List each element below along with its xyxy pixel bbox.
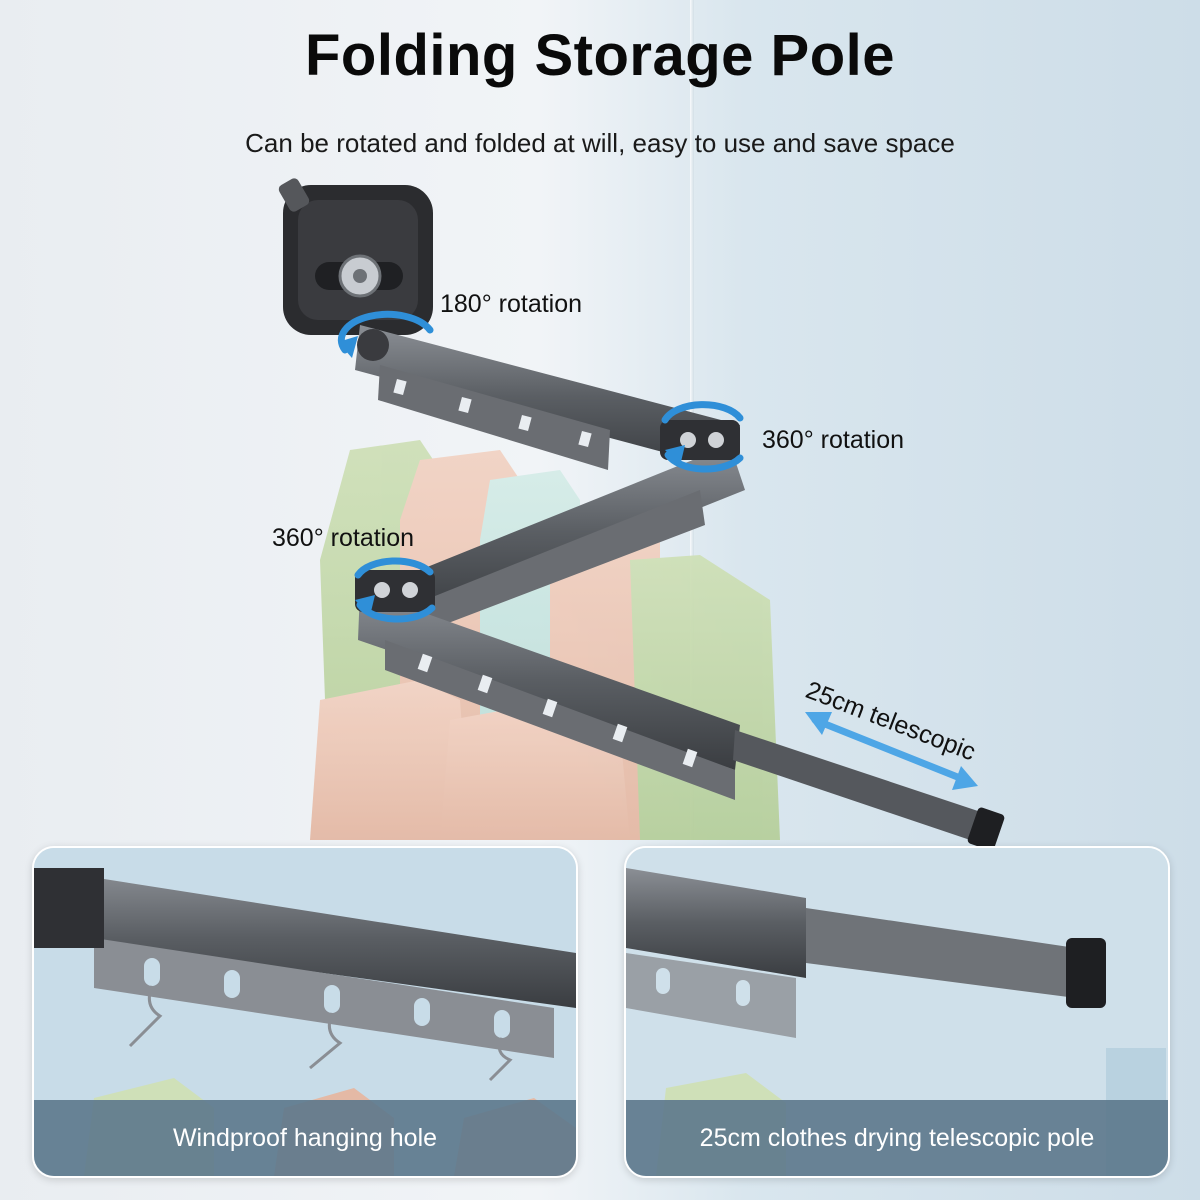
arrow-360-left-a xyxy=(354,557,434,579)
telescopic-extension xyxy=(733,730,1005,851)
arrow-360-top-b xyxy=(664,451,744,473)
end-cap xyxy=(1066,938,1106,1008)
caption-hanging-hole: Windproof hanging hole xyxy=(34,1100,576,1176)
arrow-360-top-a xyxy=(661,401,744,424)
arrow-180 xyxy=(337,310,434,354)
rotation-360-left-label: 360° rotation xyxy=(272,524,415,552)
arm-bottom xyxy=(358,590,740,800)
wall-mount xyxy=(278,178,433,335)
pivot-joints xyxy=(355,329,740,612)
rotation-180-label: 180° rotation xyxy=(440,290,583,318)
page-title: Folding Storage Pole xyxy=(304,23,896,88)
page-subtitle: Can be rotated and folded at will, easy … xyxy=(245,128,955,158)
arm-middle xyxy=(370,445,745,630)
telescopic-arrow xyxy=(805,712,978,790)
caption-telescopic-pole: 25cm clothes drying telescopic pole xyxy=(626,1100,1168,1176)
rotation-360-top-label: 360° rotation xyxy=(762,426,905,454)
detail-panel-telescopic-pole: 25cm clothes drying telescopic pole xyxy=(624,846,1170,1178)
shirt-front-1 xyxy=(310,680,470,840)
detail-panel-hanging-hole: Windproof hanging hole xyxy=(32,846,578,1178)
joint-closeup xyxy=(34,868,104,948)
arm-top xyxy=(355,325,740,470)
arrow-heads xyxy=(338,336,685,616)
